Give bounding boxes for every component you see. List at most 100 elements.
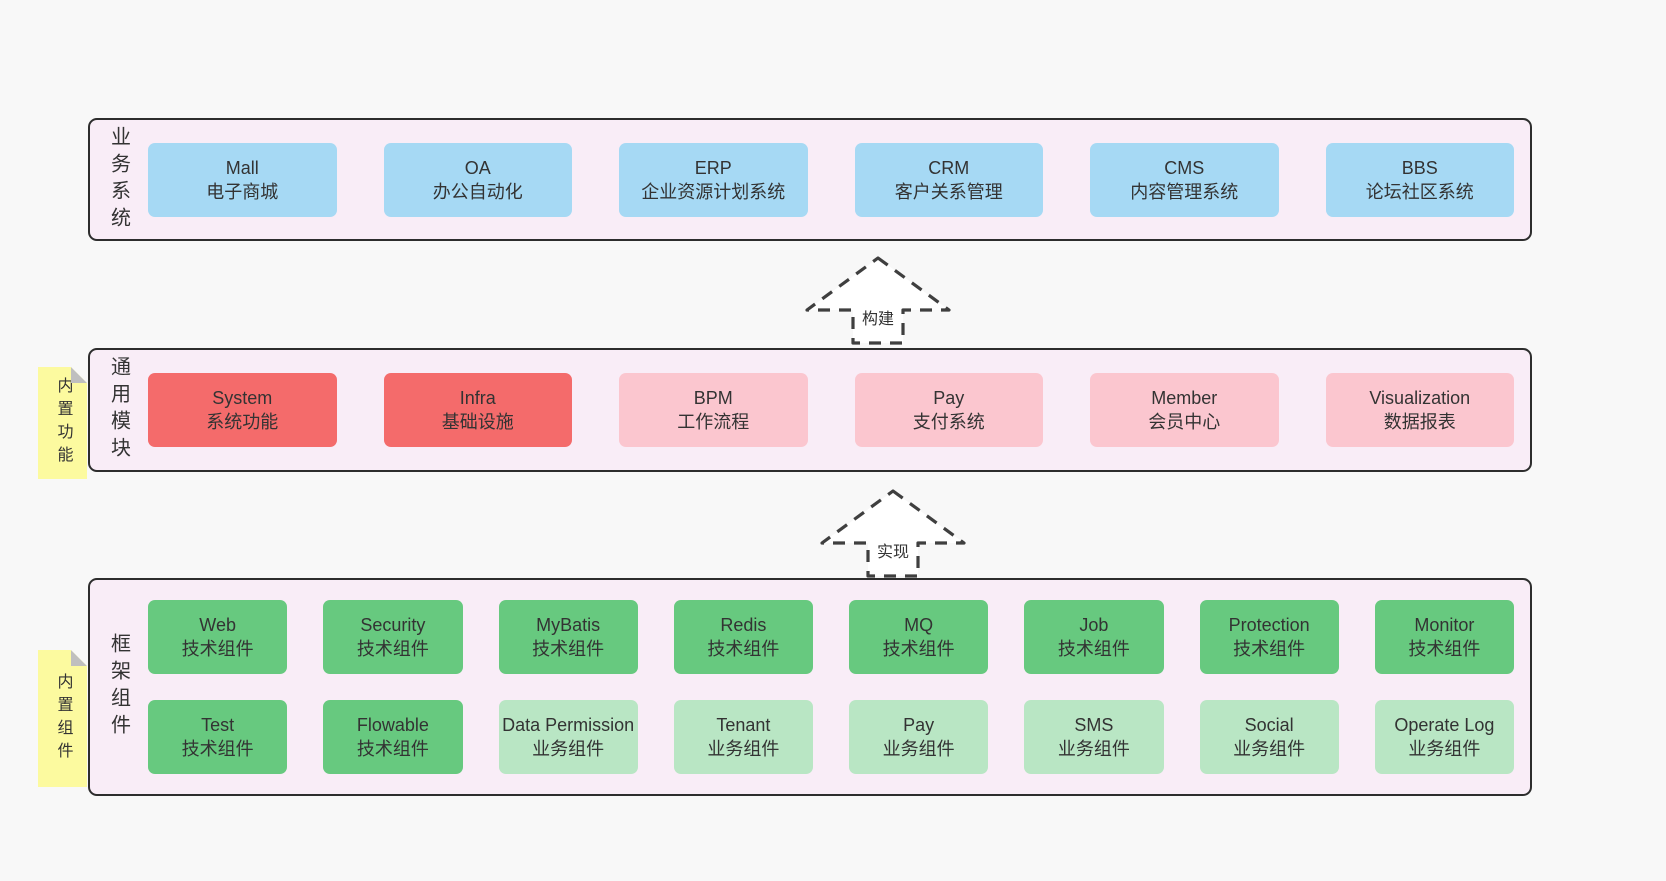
build-arrow-label: 构建 bbox=[857, 303, 899, 331]
component-box-data-permission: Data Permission 业务组件 bbox=[498, 700, 638, 774]
box-title: Pay bbox=[933, 388, 965, 408]
box-subtitle: 支付系统 bbox=[912, 412, 985, 432]
box-title: Tenant bbox=[716, 715, 771, 735]
box-subtitle: 技术组件 bbox=[1057, 639, 1130, 659]
component-box-sms: SMS 业务组件 bbox=[1024, 700, 1164, 774]
box-title: CMS bbox=[1164, 157, 1205, 178]
box-subtitle: 技术组件 bbox=[356, 739, 429, 759]
box-title: Data Permission bbox=[502, 715, 635, 735]
box-title: MQ bbox=[904, 615, 934, 635]
component-box-job: Job 技术组件 bbox=[1024, 600, 1164, 674]
box-subtitle: 技术组件 bbox=[1408, 639, 1481, 659]
box-subtitle: 业务组件 bbox=[1233, 739, 1306, 759]
box-subtitle: 基础设施 bbox=[441, 412, 514, 432]
component-box-security: Security 技术组件 bbox=[323, 600, 463, 674]
component-box-mall: Mall 电子商城 bbox=[148, 142, 337, 217]
component-box-protection: Protection 技术组件 bbox=[1199, 600, 1339, 674]
component-box-pay: Pay 业务组件 bbox=[849, 700, 989, 774]
box-title: Redis bbox=[720, 615, 767, 635]
component-box-system: System 系统功能 bbox=[148, 373, 337, 447]
box-subtitle: 业务组件 bbox=[707, 739, 780, 759]
box-title: Member bbox=[1151, 388, 1218, 408]
sticky-note-label: 内置功能 bbox=[54, 377, 72, 469]
box-title: ERP bbox=[694, 157, 732, 178]
up-arrow-icon bbox=[805, 256, 951, 345]
sticky-note-label: 内置组件 bbox=[54, 672, 72, 765]
box-subtitle: 办公自动化 bbox=[432, 181, 523, 202]
layer-label-modules: 通用模块 bbox=[107, 356, 130, 464]
layer-framework-components: 框架组件 Web 技术组件 Security 技术组件 MyBatis 技术组件 Redis… bbox=[88, 578, 1532, 796]
box-title: OA bbox=[464, 157, 491, 178]
implement-arrow-label: 实现 bbox=[872, 536, 914, 564]
box-subtitle: 数据报表 bbox=[1383, 412, 1456, 432]
component-box-bbs: BBS 论坛社区系统 bbox=[1325, 142, 1514, 217]
box-title: Monitor bbox=[1414, 615, 1475, 635]
box-subtitle: 会员中心 bbox=[1148, 412, 1221, 432]
box-subtitle: 业务组件 bbox=[1408, 739, 1481, 759]
box-title: BBS bbox=[1401, 157, 1438, 178]
box-title: Test bbox=[201, 715, 235, 735]
box-subtitle: 企业资源计划系统 bbox=[641, 181, 786, 202]
sticky-note-built-in-components: 内置组件 bbox=[38, 650, 87, 787]
box-subtitle: 论坛社区系统 bbox=[1365, 181, 1474, 202]
box-title: Security bbox=[360, 615, 426, 635]
box-subtitle: 技术组件 bbox=[707, 639, 780, 659]
box-subtitle: 技术组件 bbox=[181, 639, 254, 659]
box-subtitle: 业务组件 bbox=[532, 739, 605, 759]
box-title: Operate Log bbox=[1394, 715, 1495, 735]
box-title: CRM bbox=[928, 157, 970, 178]
component-box-flowable: Flowable 技术组件 bbox=[323, 700, 463, 774]
box-subtitle: 技术组件 bbox=[356, 639, 429, 659]
box-title: Pay bbox=[903, 715, 935, 735]
box-title: BPM bbox=[693, 388, 733, 408]
layer-label-business: 业务系统 bbox=[107, 125, 130, 234]
box-subtitle: 工作流程 bbox=[677, 412, 750, 432]
layer-row: Mall 电子商城 OA 办公自动化 ERP 企业资源计划系统 CRM 客户关系管理 CMS 内容… bbox=[148, 142, 1514, 217]
box-subtitle: 技术组件 bbox=[532, 639, 605, 659]
layer-label-framework: 框架组件 bbox=[107, 633, 130, 741]
component-box-web: Web 技术组件 bbox=[148, 600, 288, 674]
component-box-mybatis: MyBatis 技术组件 bbox=[498, 600, 638, 674]
component-box-visualization: Visualization 数据报表 bbox=[1325, 373, 1514, 447]
box-title: SMS bbox=[1074, 715, 1114, 735]
box-subtitle: 内容管理系统 bbox=[1130, 181, 1239, 202]
component-box-bpm: BPM 工作流程 bbox=[619, 373, 808, 447]
component-box-monitor: Monitor 技术组件 bbox=[1374, 600, 1514, 674]
box-title: Visualization bbox=[1369, 388, 1471, 408]
box-subtitle: 电子商城 bbox=[206, 181, 279, 202]
box-title: Social bbox=[1244, 715, 1294, 735]
component-box-crm: CRM 客户关系管理 bbox=[854, 142, 1043, 217]
component-box-oa: OA 办公自动化 bbox=[383, 142, 572, 217]
box-title: MyBatis bbox=[536, 615, 601, 635]
build-arrow: 构建 bbox=[803, 255, 953, 347]
sticky-note-built-in-functions: 内置功能 bbox=[38, 367, 87, 479]
box-subtitle: 业务组件 bbox=[882, 739, 955, 759]
component-box-tenant: Tenant 业务组件 bbox=[673, 700, 813, 774]
box-title: Mall bbox=[225, 157, 259, 178]
layer-content: Mall 电子商城 OA 办公自动化 ERP 企业资源计划系统 CRM 客户关系管理 CMS 内容… bbox=[148, 120, 1530, 239]
component-box-erp: ERP 企业资源计划系统 bbox=[619, 142, 808, 217]
box-subtitle: 业务组件 bbox=[1057, 739, 1130, 759]
box-title: System bbox=[212, 388, 273, 408]
component-box-cms: CMS 内容管理系统 bbox=[1090, 142, 1279, 217]
box-subtitle: 技术组件 bbox=[882, 639, 955, 659]
box-subtitle: 技术组件 bbox=[1233, 639, 1306, 659]
component-box-member: Member 会员中心 bbox=[1090, 373, 1279, 447]
component-box-mq: MQ 技术组件 bbox=[849, 600, 989, 674]
box-title: Job bbox=[1079, 615, 1109, 635]
box-title: Protection bbox=[1228, 615, 1310, 635]
box-title: Flowable bbox=[356, 715, 429, 735]
box-subtitle: 客户关系管理 bbox=[894, 181, 1003, 202]
box-title: Web bbox=[199, 615, 236, 635]
component-box-pay: Pay 支付系统 bbox=[854, 373, 1043, 447]
box-subtitle: 系统功能 bbox=[206, 412, 279, 432]
layer-business-systems: 业务系统 Mall 电子商城 OA 办公自动化 ERP 企业资源计划系统 CRM 客户关系管理… bbox=[88, 118, 1532, 241]
